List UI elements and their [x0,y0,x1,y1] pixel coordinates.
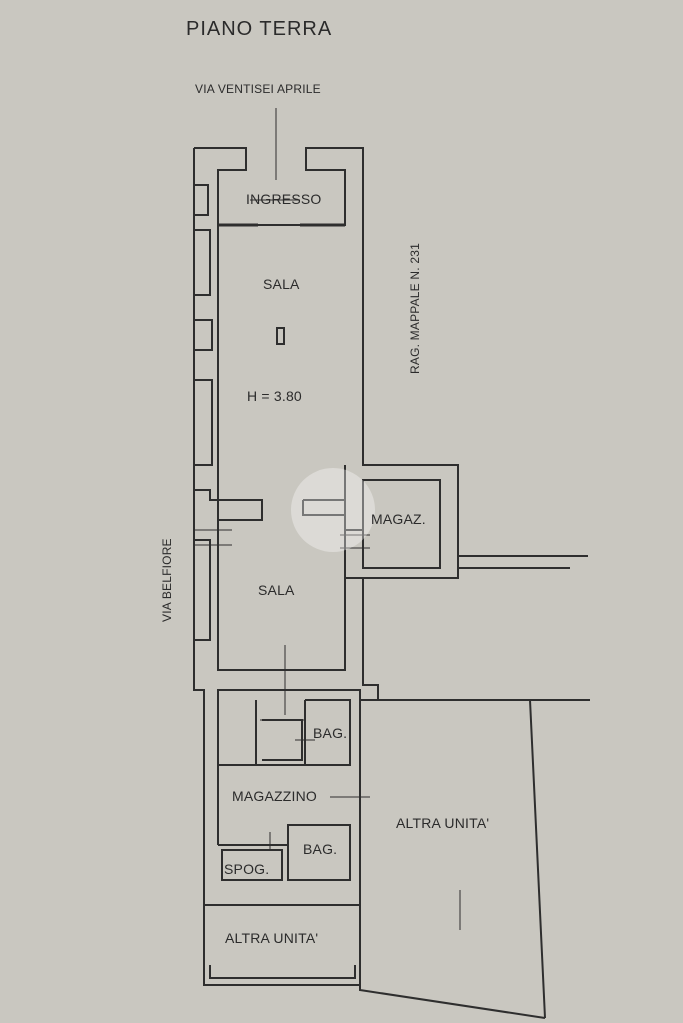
outer-wall [194,147,459,556]
room-spog: SPOG. [224,861,270,877]
side-note-label: RAG. MAPPALE N. 231 [408,243,422,374]
street-top-label: VIA VENTISEI APRILE [195,82,321,96]
plan-title: PIANO TERRA [186,18,333,40]
altra-unita-right-label: ALTRA UNITA' [396,815,490,831]
room-ingresso: INGRESSO [246,191,322,207]
room-bagno-lower: BAG. [303,841,338,857]
column-marker [276,327,285,345]
room-magazzino: MAGAZZINO [232,788,318,804]
window-recess [194,184,263,641]
glare-spot [291,468,375,552]
altra-unita-bottom [203,905,360,986]
room-magaz: MAGAZ. [371,511,426,527]
room-sala-upper: SALA [263,276,300,292]
street-left-label: VIA BELFIORE [160,538,174,622]
outer-wall-left [193,148,205,905]
magazzino-wall [218,764,351,881]
room-bagno-upper: BAG. [313,725,348,741]
altra-unita-bottom-label: ALTRA UNITA' [225,930,319,946]
room-sala-lower: SALA [258,582,295,598]
altra-unita-right [359,699,590,1019]
internal-partition [302,499,363,531]
magaz-wall [362,479,441,569]
height-note: H = 3.80 [247,388,302,404]
